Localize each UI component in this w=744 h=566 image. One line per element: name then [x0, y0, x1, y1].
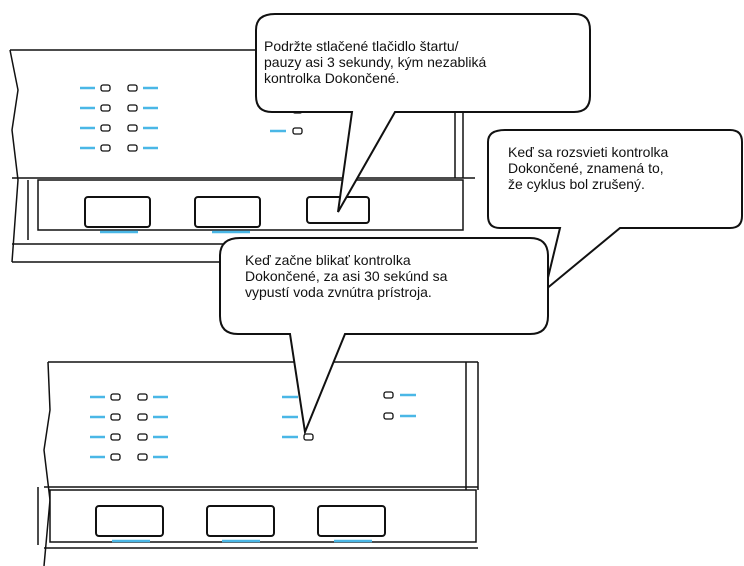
- button-bottom-2[interactable]: [206, 505, 275, 537]
- indicator-light: [100, 104, 111, 112]
- indicator-light: [292, 127, 303, 135]
- indicator-cluster-bottom: [90, 393, 168, 461]
- indicator-light: [127, 144, 138, 152]
- indicator-light: [110, 413, 121, 421]
- indicator-light: [137, 413, 148, 421]
- indicator-light: [100, 124, 111, 132]
- indicator-cluster-top: [80, 84, 158, 152]
- panel-top-outline: [10, 49, 475, 240]
- indicator-light: [100, 144, 111, 152]
- callout-done-light-text: Keď sa rozsvieti kontrolka Dokončené, zn…: [508, 144, 669, 192]
- indicator-light: [137, 433, 148, 441]
- indicator-light: [383, 391, 394, 399]
- indicator-light: [127, 104, 138, 112]
- indicator-light: [127, 84, 138, 92]
- panel-top-cut-edge: [9, 49, 19, 263]
- button-bottom-start-pause[interactable]: [317, 505, 386, 537]
- button-top-2[interactable]: [194, 196, 261, 228]
- indicator-light: [127, 124, 138, 132]
- button-bottom-1[interactable]: [95, 505, 164, 537]
- button-top-1[interactable]: [84, 196, 151, 228]
- callout-hold-button-text: Podržte stlačené tlačidlo štartu/ pauzy …: [264, 38, 487, 86]
- indicator-light: [137, 453, 148, 461]
- indicator-light: [110, 393, 121, 401]
- callout-blink-light-text: Keď začne blikať kontrolka Dokončené, za…: [245, 252, 448, 300]
- indicator-light: [110, 453, 121, 461]
- done-indicator-light: [303, 433, 314, 441]
- panel-bottom-outline: [37, 361, 479, 545]
- indicator-light: [383, 412, 394, 420]
- indicator-light: [110, 433, 121, 441]
- callout-done-light-bubble: [487, 129, 743, 293]
- indicator-light: [137, 393, 148, 401]
- indicator-light: [100, 84, 111, 92]
- callout-hold-button-bubble: [255, 13, 591, 213]
- panel-bottom-cut-edge: [43, 361, 51, 566]
- callout-blink-light-bubble: [219, 237, 549, 436]
- indicators-right-bottom: [282, 391, 416, 441]
